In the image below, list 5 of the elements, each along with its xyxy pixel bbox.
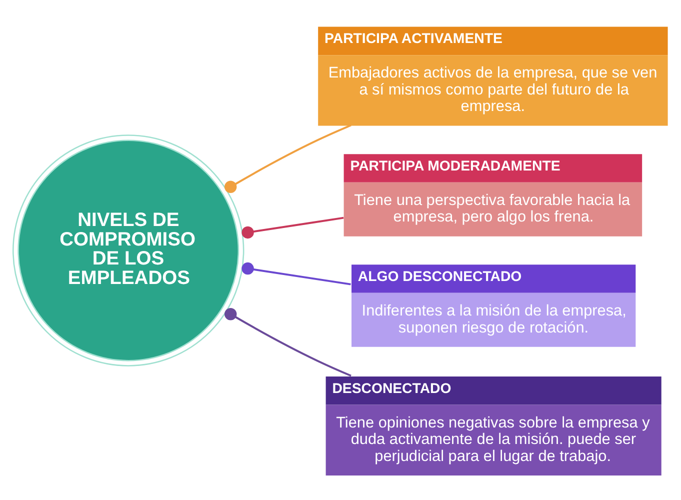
connector: [242, 262, 351, 285]
connector: [224, 124, 352, 192]
connector: [242, 216, 344, 238]
node-circle: NIVELS DE COMPROMISO DE LOS EMPLEADOS: [12, 134, 244, 366]
connector: [224, 308, 352, 376]
